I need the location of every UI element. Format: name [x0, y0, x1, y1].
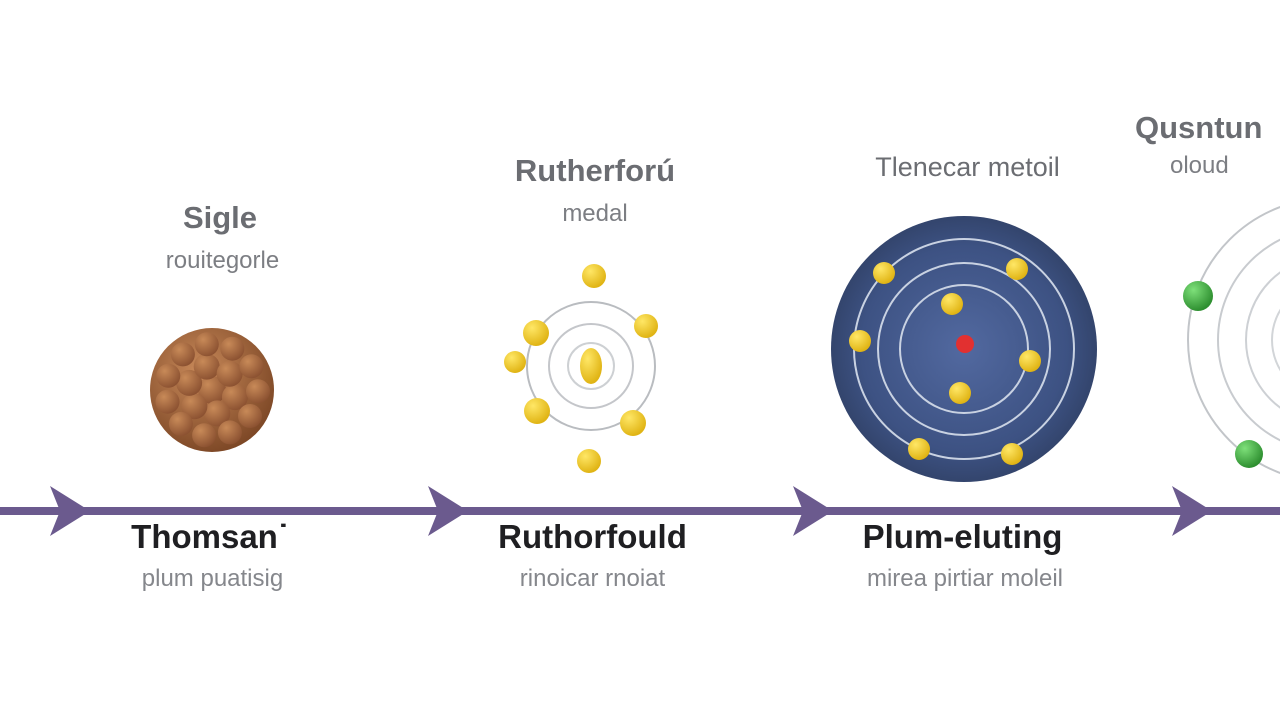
top-label-4-title: Qusntun [1135, 110, 1263, 145]
timeline-arrowhead-1 [50, 486, 90, 536]
bottom-label-3-subtitle: mirea pirtiar moleil [866, 565, 1064, 592]
blob-bump [221, 384, 248, 411]
electron [941, 293, 963, 315]
electron [908, 438, 930, 460]
bottom-label-2-subtitle: rinoicar rnoiat [519, 565, 666, 592]
nucleus [580, 348, 602, 384]
blob-bump [246, 379, 270, 404]
electron [504, 351, 526, 373]
blob-bump [181, 393, 208, 420]
electron [1006, 258, 1028, 280]
blob-bump [216, 360, 243, 387]
blob-bump [238, 404, 262, 428]
top-label-4-subtitle: oloud [1170, 152, 1229, 179]
blob-bump [176, 369, 203, 396]
top-label-2-subtitle: medal [562, 200, 628, 227]
rutherford-atom-illustration [504, 264, 658, 473]
electron [1019, 350, 1041, 372]
electron [620, 410, 646, 436]
timeline-arrow [0, 486, 1280, 536]
electron [1235, 440, 1263, 468]
blob-bump [193, 353, 220, 380]
electron [634, 314, 658, 338]
quantum-atom-illustration [1183, 206, 1280, 474]
bottom-label-1-title: Thomsan˙ [131, 518, 289, 555]
bohr-atom-illustration [831, 216, 1097, 482]
timeline-arrowhead-4 [1172, 486, 1212, 536]
blob-bump [192, 423, 217, 448]
blob-bump [217, 420, 242, 445]
top-label-2-title: Rutherforú [514, 153, 676, 188]
top-label-1-subtitle: rouitegorle [165, 247, 280, 274]
blob-bump [155, 389, 180, 414]
blob-bump [170, 342, 195, 367]
electron [849, 330, 871, 352]
blob-bump [204, 400, 231, 427]
bottom-label-1-subtitle: plum puatisig [141, 565, 284, 592]
electron [577, 449, 601, 473]
electron [1183, 281, 1213, 311]
blob-bump [239, 354, 264, 379]
blob-bump [198, 376, 226, 404]
blob-bump [194, 332, 219, 357]
top-label-1-title: Sigle [182, 200, 258, 235]
electron [873, 262, 895, 284]
electron [949, 382, 971, 404]
timeline-arrowhead-3 [793, 486, 833, 536]
electron [582, 264, 606, 288]
timeline-arrowhead-2 [428, 486, 468, 536]
electron [1001, 443, 1023, 465]
bottom-label-2-title: Ruthorfould [498, 518, 687, 555]
nucleus [956, 335, 974, 353]
blob-bump [220, 336, 245, 361]
thomson-atom-illustration [150, 328, 274, 452]
blob-bump [168, 411, 193, 436]
bottom-label-3-title: Plum-eluting [862, 518, 1063, 555]
blob-bump [156, 363, 181, 388]
electron [524, 398, 550, 424]
top-label-3-title: Tlenecar metoil [875, 152, 1060, 182]
electron [523, 320, 549, 346]
